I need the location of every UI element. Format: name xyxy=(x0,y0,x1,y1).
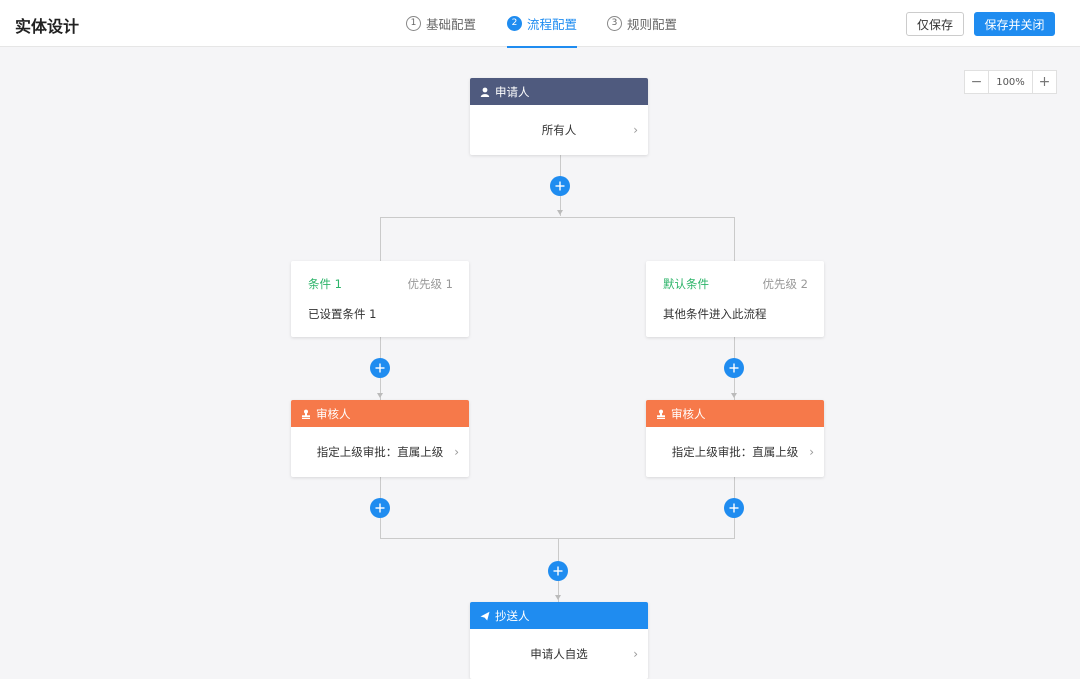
node-title: 抄送人 xyxy=(495,608,530,623)
connector-line xyxy=(734,217,735,261)
branch-top-line xyxy=(380,217,735,218)
step-tabs: 1 基础配置 2 流程配置 3 规则配置 xyxy=(0,0,1080,48)
node-content: 指定上级审批：直属上级 › xyxy=(646,427,824,477)
plus-icon xyxy=(729,363,739,373)
node-content: 所有人 › xyxy=(470,105,648,155)
page-title: 实体设计 xyxy=(15,17,80,36)
plus-icon xyxy=(375,503,385,513)
node-content: 指定上级审批：直属上级 › xyxy=(291,427,469,477)
add-node-button[interactable] xyxy=(548,561,568,581)
stamp-icon xyxy=(657,409,665,419)
node-header: 审核人 xyxy=(646,400,824,427)
cc-node[interactable]: 抄送人 申请人自选 › xyxy=(470,602,648,679)
node-value: 指定上级审批：直属上级 xyxy=(671,445,799,459)
node-value: 指定上级审批：直属上级 xyxy=(316,445,444,459)
save-button[interactable]: 仅保存 xyxy=(906,12,964,36)
step-number: 2 xyxy=(507,16,522,31)
add-node-button[interactable] xyxy=(724,358,744,378)
node-header: 抄送人 xyxy=(470,602,648,629)
approver-node-left[interactable]: 审核人 指定上级审批：直属上级 › xyxy=(291,400,469,477)
arrow-icon xyxy=(731,393,737,398)
condition-description: 其他条件进入此流程 xyxy=(663,307,767,321)
tab-label: 流程配置 xyxy=(527,17,578,32)
arrow-icon xyxy=(377,393,383,398)
condition-priority: 优先级 1 xyxy=(407,277,453,291)
add-node-button[interactable] xyxy=(370,498,390,518)
tab-rule-config[interactable]: 3 规则配置 xyxy=(607,0,677,47)
tab-label: 规则配置 xyxy=(627,17,678,32)
node-title: 审核人 xyxy=(316,406,351,421)
zoom-control: − 100% + xyxy=(964,70,1057,94)
chevron-right-icon: › xyxy=(809,445,814,459)
zoom-in-button[interactable]: + xyxy=(1038,74,1051,90)
node-content: 申请人自选 › xyxy=(470,629,648,679)
zoom-out-button[interactable]: − xyxy=(970,74,983,90)
condition-title: 默认条件 xyxy=(663,277,709,291)
condition-title: 条件 1 xyxy=(308,277,342,291)
node-value: 所有人 xyxy=(541,123,577,137)
add-node-button[interactable] xyxy=(370,358,390,378)
plus-icon xyxy=(375,363,385,373)
plus-icon xyxy=(555,181,565,191)
node-title: 申请人 xyxy=(495,84,530,99)
tab-flow-config[interactable]: 2 流程配置 xyxy=(507,0,578,48)
condition-priority: 优先级 2 xyxy=(762,277,808,291)
top-bar: 实体设计 1 基础配置 2 流程配置 3 规则配置 仅保存 保存并关闭 xyxy=(0,0,1080,48)
plus-icon xyxy=(729,503,739,513)
save-and-close-button[interactable]: 保存并关闭 xyxy=(974,12,1055,36)
plus-icon xyxy=(553,566,563,576)
node-title: 审核人 xyxy=(671,406,706,421)
tab-basic-config[interactable]: 1 基础配置 xyxy=(406,0,476,47)
zoom-level: 100% xyxy=(988,71,1033,93)
connector-line xyxy=(380,217,381,261)
arrow-icon xyxy=(555,595,561,600)
applicant-node[interactable]: 申请人 所有人 › xyxy=(470,78,648,155)
condition-node-default[interactable]: 默认条件 优先级 2 其他条件进入此流程 xyxy=(646,261,824,337)
tab-label: 基础配置 xyxy=(426,17,477,32)
approver-node-right[interactable]: 审核人 指定上级审批：直属上级 › xyxy=(646,400,824,477)
user-icon xyxy=(480,87,490,97)
chevron-right-icon: › xyxy=(633,123,638,137)
step-number: 3 xyxy=(607,16,622,31)
send-icon xyxy=(480,611,490,620)
node-header: 审核人 xyxy=(291,400,469,427)
condition-description: 已设置条件 1 xyxy=(308,307,377,321)
arrow-icon xyxy=(557,210,563,215)
stamp-icon xyxy=(302,409,310,419)
step-number: 1 xyxy=(406,16,421,31)
branch-bottom-line xyxy=(380,538,735,539)
add-node-button[interactable] xyxy=(550,176,570,196)
chevron-right-icon: › xyxy=(633,647,638,661)
node-value: 申请人自选 xyxy=(530,647,588,661)
chevron-right-icon: › xyxy=(454,445,459,459)
node-header: 申请人 xyxy=(470,78,648,105)
add-node-button[interactable] xyxy=(724,498,744,518)
condition-node-1[interactable]: 条件 1 优先级 1 已设置条件 1 xyxy=(291,261,469,337)
